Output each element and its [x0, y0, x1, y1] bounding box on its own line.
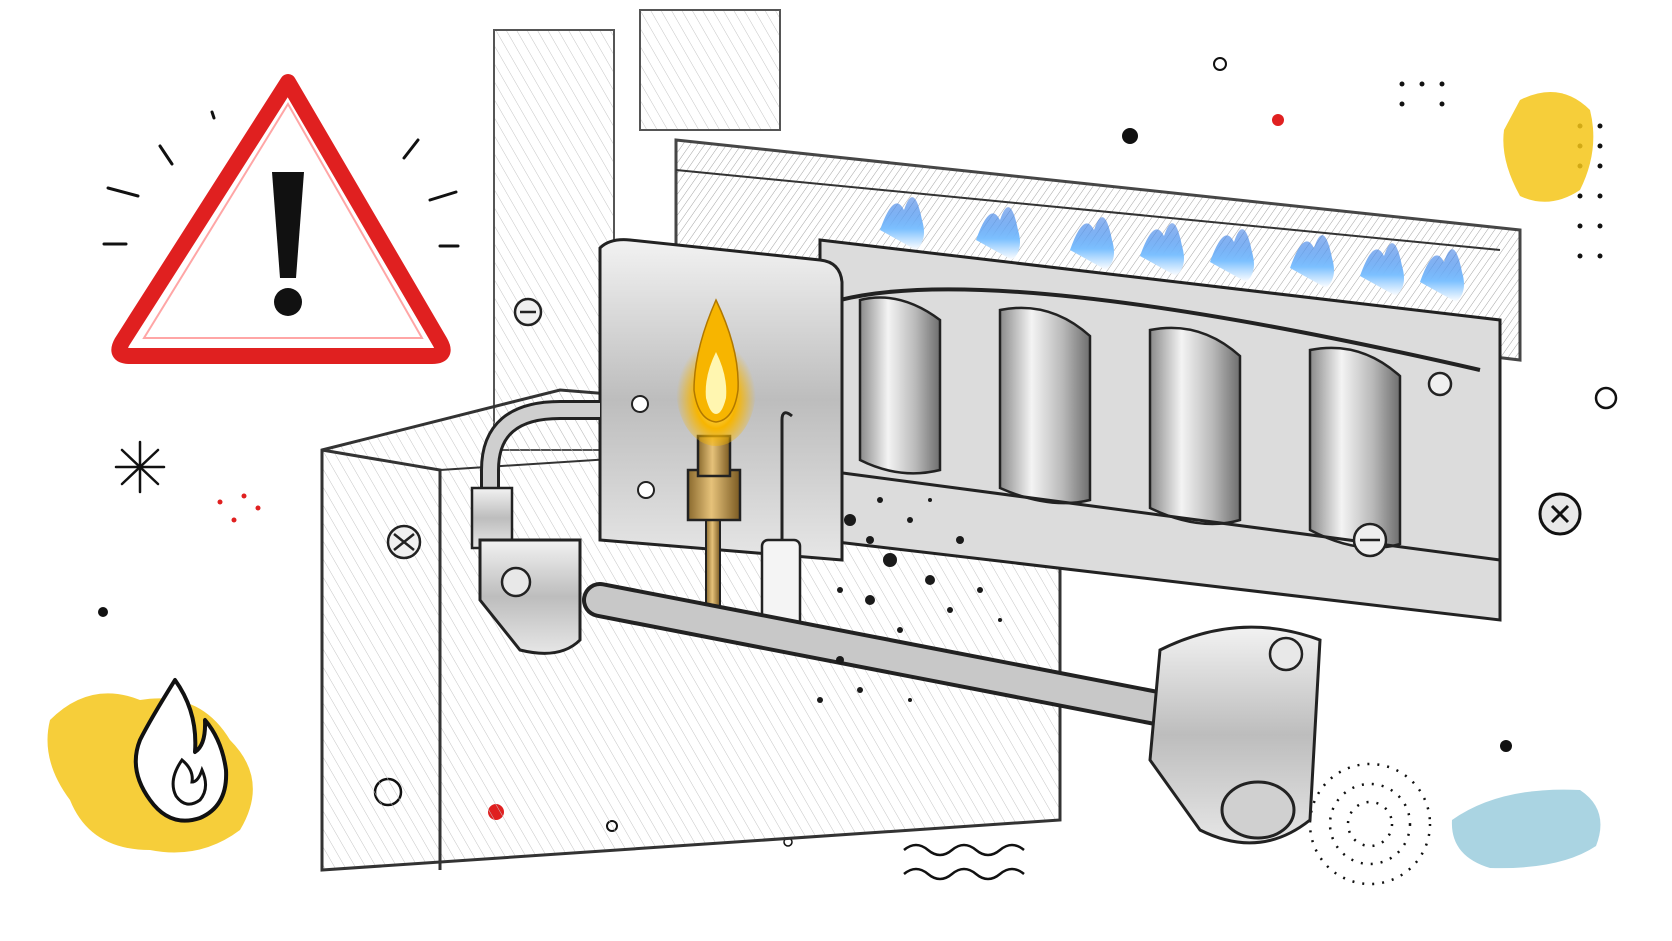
decorative-ring [1213, 57, 1227, 71]
warning-triangle-icon [102, 74, 460, 364]
screw-icon [513, 297, 543, 327]
wavy-lines [903, 843, 1025, 881]
screw-icon [1538, 492, 1582, 536]
pilot-assembly [686, 411, 802, 632]
decorative-dots-left [217, 493, 261, 523]
decorative-dot-red [1272, 114, 1284, 126]
screw-icon [1352, 522, 1388, 558]
screw-icon [1427, 371, 1453, 397]
screw-icon [386, 524, 422, 560]
yellow-scribble [1503, 92, 1594, 202]
decorative-circle [98, 607, 108, 617]
blue-scribble [1451, 789, 1601, 869]
pilot-flame [676, 298, 756, 446]
decorative-ring [1594, 386, 1618, 410]
mounting-bracket [478, 538, 1322, 845]
soot-deposits [817, 497, 1002, 703]
dotted-spiral [1308, 762, 1432, 886]
gas-pipe [470, 400, 600, 550]
burner-tray [818, 238, 1502, 622]
burner-flames [880, 197, 1464, 302]
decorative-dot [1122, 128, 1138, 144]
exclamation-mark-icon [272, 172, 304, 278]
sparkle-icon [114, 440, 166, 494]
decorative-dot [1500, 740, 1512, 752]
flame-icon [47, 678, 253, 853]
